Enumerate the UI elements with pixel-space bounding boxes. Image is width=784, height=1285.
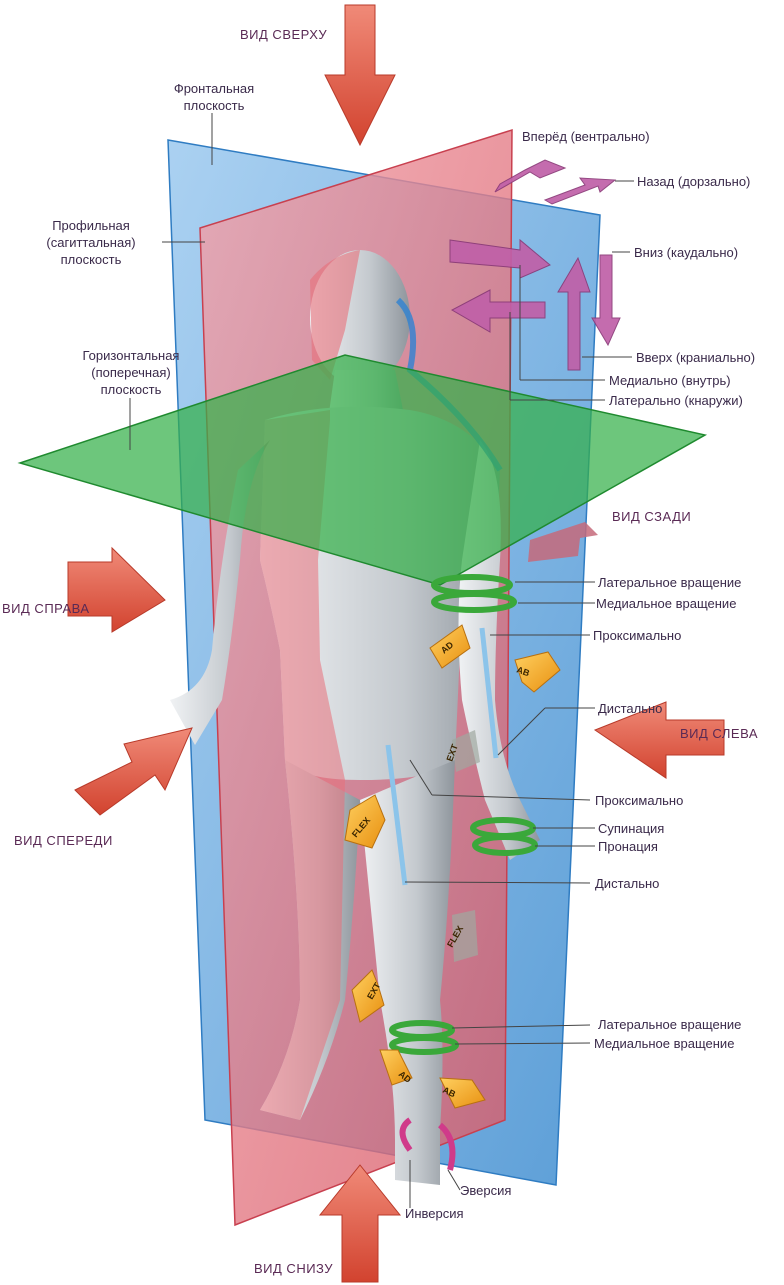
- sagittal-plane-line2: (сагиттальная): [20, 234, 162, 251]
- horizontal-plane-line2: (поперечная): [40, 364, 222, 381]
- label-leg-medial-rotation: Медиальное вращение: [594, 1035, 734, 1052]
- horizontal-plane-line3: плоскость: [40, 381, 222, 398]
- label-view-right: ВИД СПРАВА: [2, 600, 90, 617]
- view-arrow-top: [325, 5, 395, 145]
- label-leg-proximal: Проксимально: [595, 792, 683, 809]
- view-arrow-right-side: [68, 548, 165, 632]
- sagittal-plane-line3: плоскость: [20, 251, 162, 268]
- label-eversion: Эверсия: [460, 1182, 511, 1199]
- label-supination: Супинация: [598, 820, 664, 837]
- label-leg-lateral-rotation: Латеральное вращение: [598, 1016, 741, 1033]
- frontal-plane-line2: плоскость: [150, 97, 278, 114]
- label-caudal: Вниз (каудально): [634, 244, 738, 261]
- label-arm-distal: Дистально: [598, 700, 662, 717]
- label-lateral: Латерально (кнаружи): [609, 392, 743, 409]
- label-view-bottom: ВИД СНИЗУ: [254, 1260, 333, 1277]
- label-frontal-plane: Фронтальная плоскость: [150, 80, 278, 114]
- label-arm-proximal: Проксимально: [593, 627, 681, 644]
- label-view-back: ВИД СЗАДИ: [612, 508, 691, 525]
- label-inversion: Инверсия: [405, 1205, 464, 1222]
- label-view-top: ВИД СВЕРХУ: [240, 26, 327, 43]
- frontal-plane-line1: Фронтальная: [150, 80, 278, 97]
- label-pronation: Пронация: [598, 838, 658, 855]
- label-horizontal-plane: Горизонтальная (поперечная) плоскость: [40, 347, 222, 398]
- label-view-left: ВИД СЛЕВА: [680, 725, 758, 742]
- label-cranial: Вверх (краниально): [636, 349, 755, 366]
- label-medial: Медиально (внутрь): [609, 372, 731, 389]
- label-anterior: Вперёд (вентрально): [522, 128, 650, 145]
- horizontal-plane-line1: Горизонтальная: [40, 347, 222, 364]
- label-arm-lateral-rotation: Латеральное вращение: [598, 574, 741, 591]
- view-arrow-front: [75, 728, 192, 815]
- label-leg-distal: Дистально: [595, 875, 659, 892]
- sagittal-plane-line1: Профильная: [20, 217, 162, 234]
- label-arm-medial-rotation: Медиальное вращение: [596, 595, 736, 612]
- arrow-posterior: [545, 178, 615, 204]
- label-sagittal-plane: Профильная (сагиттальная) плоскость: [20, 217, 162, 268]
- label-posterior: Назад (дорзально): [637, 173, 750, 190]
- label-view-front: ВИД СПЕРЕДИ: [14, 832, 113, 849]
